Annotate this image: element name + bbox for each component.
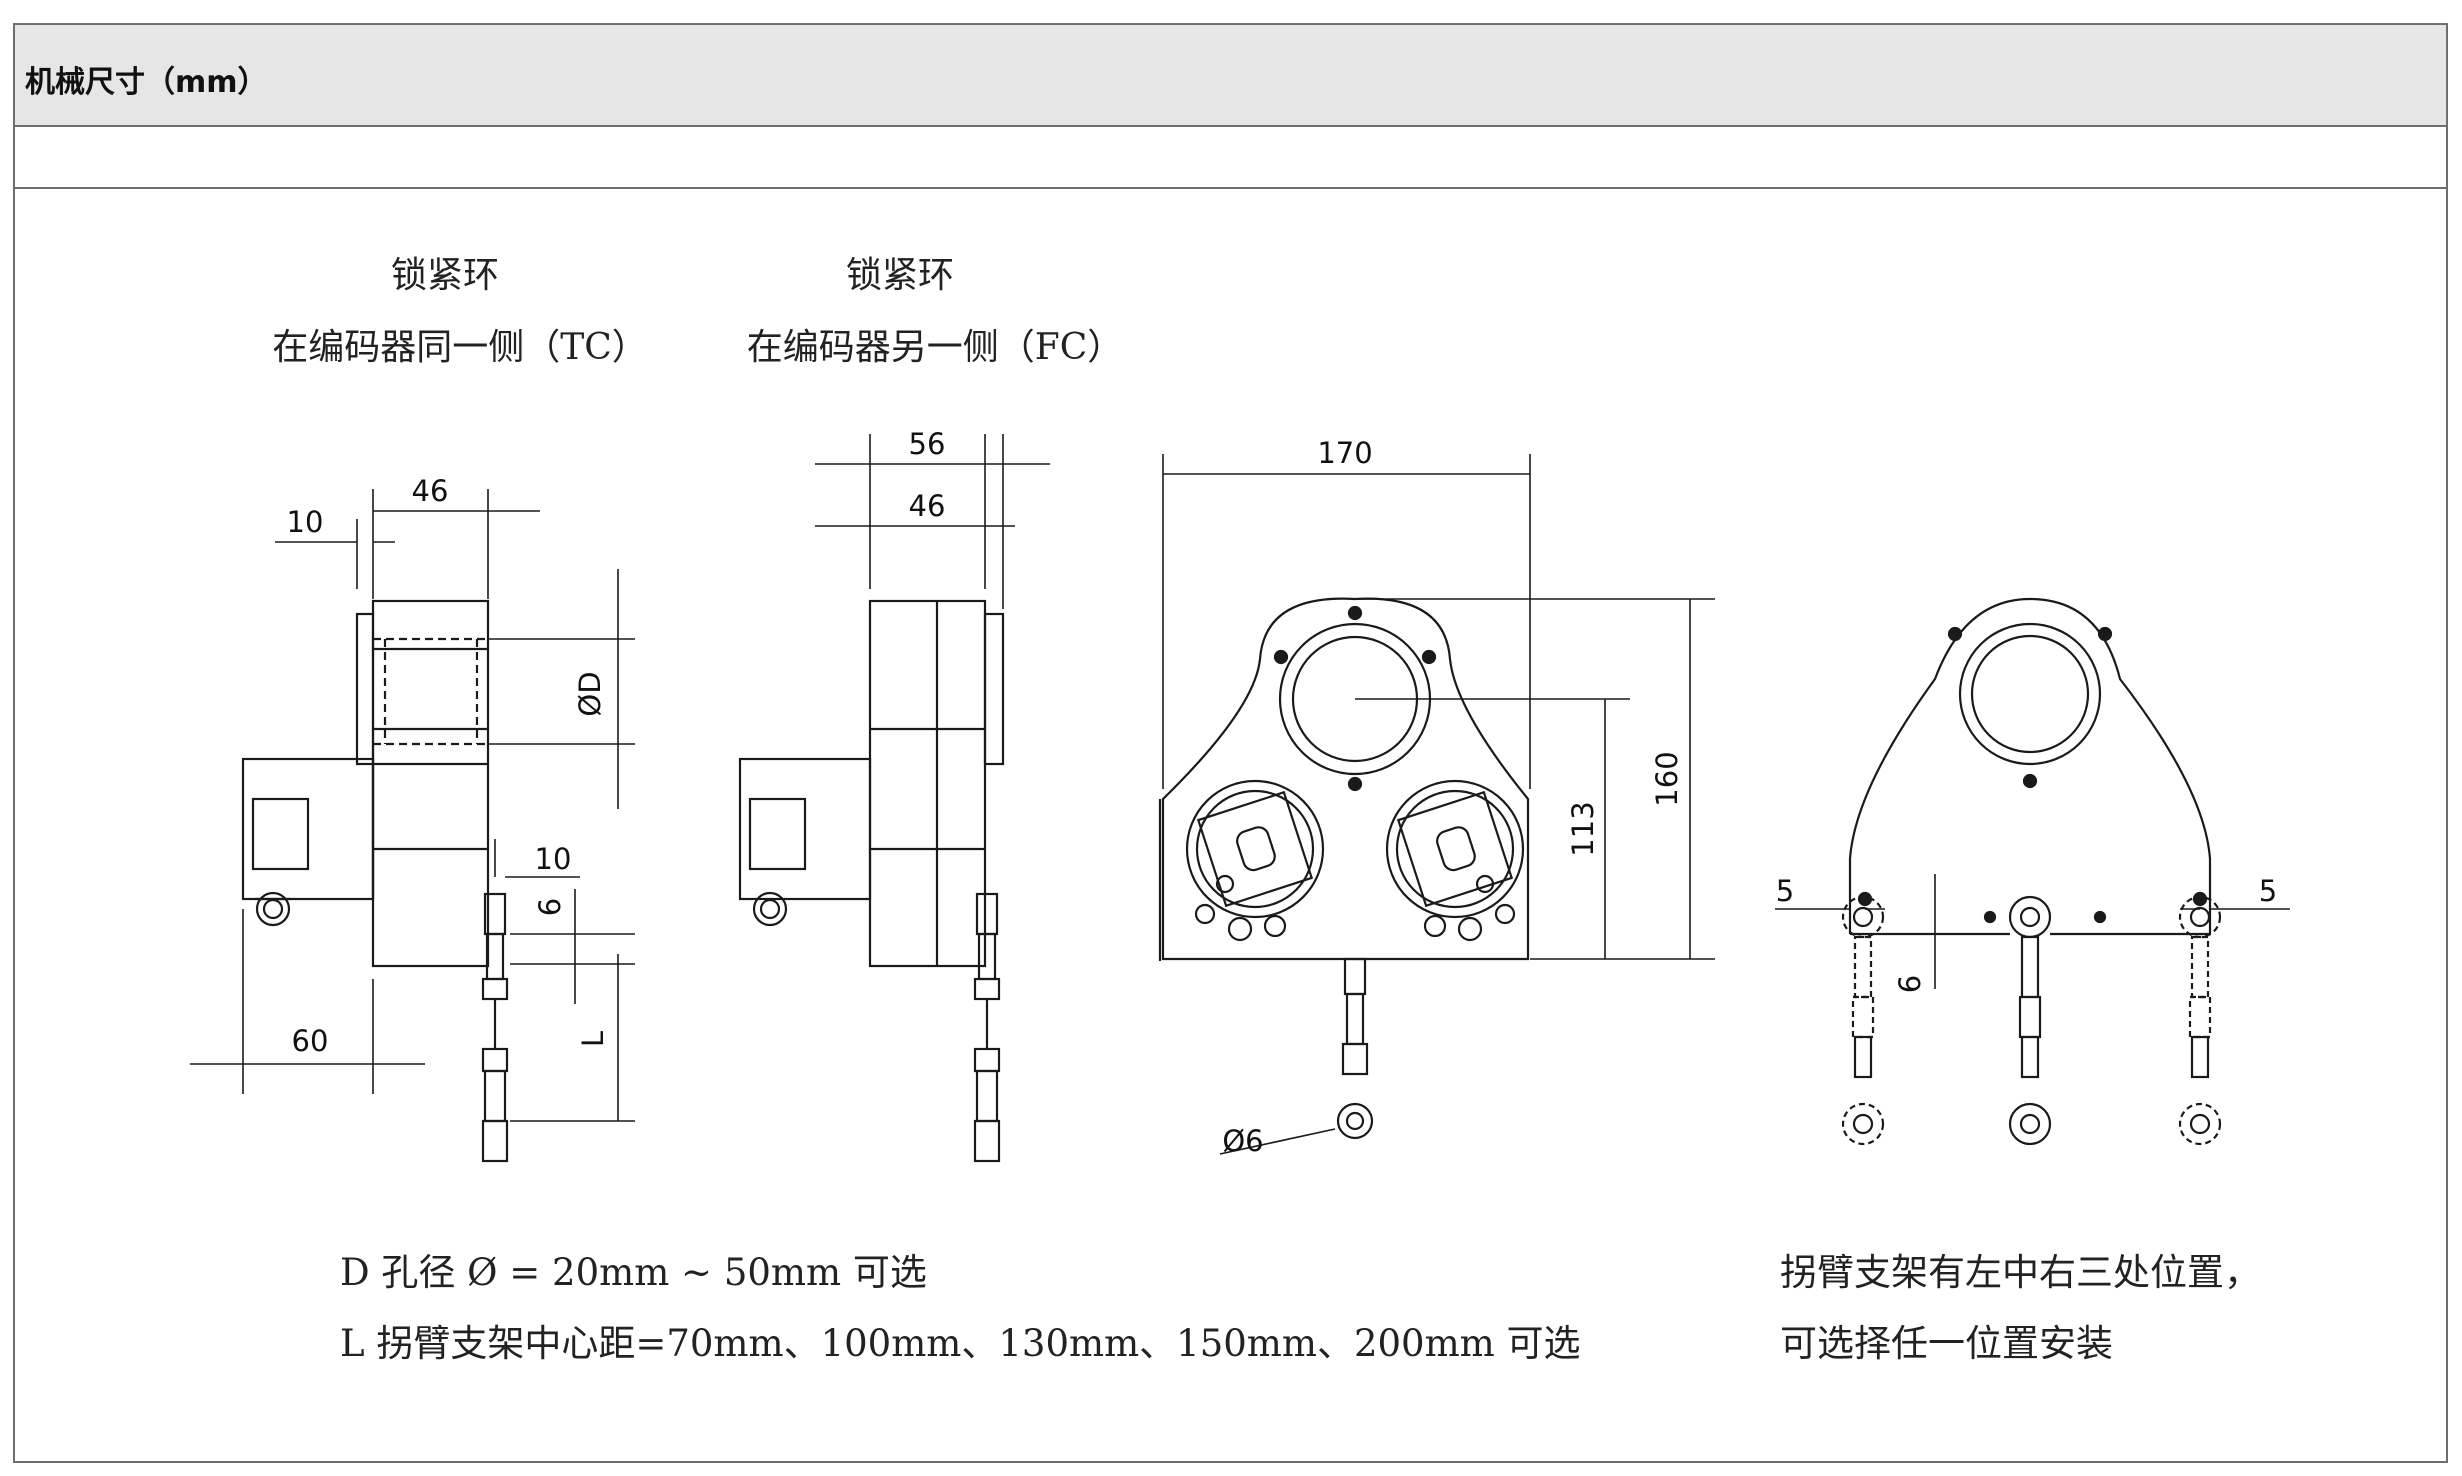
empty-row — [15, 127, 2446, 189]
drawing-canvas: 锁紧环 在编码器同一侧（TC） 锁紧环 在编码器另一侧（FC） — [190, 255, 2290, 1365]
arm-right — [2178, 895, 2222, 1146]
arm-left — [1841, 895, 1885, 1146]
arm-center — [2008, 895, 2052, 1146]
fc-side-view: 56 46 — [738, 427, 1050, 1163]
tc-side-view: 46 10 ØD 10 6 L 60 — [190, 474, 635, 1163]
dim-46-tc: 46 — [412, 474, 449, 508]
tc-caption-line1: 锁紧环 — [391, 255, 499, 296]
dim-6-tc: 6 — [533, 898, 567, 916]
dim-60: 60 — [292, 1024, 329, 1058]
dim-5-left: 5 — [1776, 874, 1794, 908]
dim-10-arm: 10 — [535, 842, 572, 876]
dim-5-right: 5 — [2259, 874, 2277, 908]
fc-caption-line2: 在编码器另一侧（FC） — [747, 327, 1124, 368]
dim-170: 170 — [1317, 436, 1372, 470]
dim-bore-d: ØD — [573, 671, 607, 716]
dim-113: 113 — [1566, 801, 1600, 856]
tc-caption-line2: 在编码器同一侧（TC） — [272, 327, 648, 368]
front-view-dual-encoder: 170 113 160 Ø6 — [1158, 436, 1715, 1158]
note-bracket-install: 可选择任一位置安装 — [1780, 1322, 2113, 1365]
dim-46-fc: 46 — [909, 489, 946, 523]
dim-l: L — [576, 1031, 610, 1047]
dim-56: 56 — [909, 427, 946, 461]
dim-6-bracket: 6 — [1893, 975, 1927, 993]
fc-caption-line1: 锁紧环 — [846, 255, 954, 296]
note-bore-options: D 孔径 Ø = 20mm ~ 50mm 可选 — [340, 1251, 927, 1294]
dim-phi6: Ø6 — [1222, 1124, 1263, 1158]
technical-drawing: 锁紧环 在编码器同一侧（TC） 锁紧环 在编码器另一侧（FC） — [15, 189, 2446, 1463]
note-bracket-positions: 拐臂支架有左中右三处位置， — [1780, 1251, 2261, 1294]
dimensions-panel: 机械尺寸（mm） 锁紧环 在编码器同一侧（TC） 锁紧环 在编码器另一侧（FC） — [13, 23, 2448, 1463]
bracket-position-view: 5 5 6 — [1775, 597, 2290, 1146]
panel-title: 机械尺寸（mm） — [25, 65, 268, 100]
dim-10-tc: 10 — [287, 505, 324, 539]
dim-160: 160 — [1650, 751, 1684, 806]
note-arm-distance-options: L 拐臂支架中心距=70mm、100mm、130mm、150mm、200mm 可… — [340, 1322, 1581, 1365]
panel-header: 机械尺寸（mm） — [15, 25, 2446, 127]
